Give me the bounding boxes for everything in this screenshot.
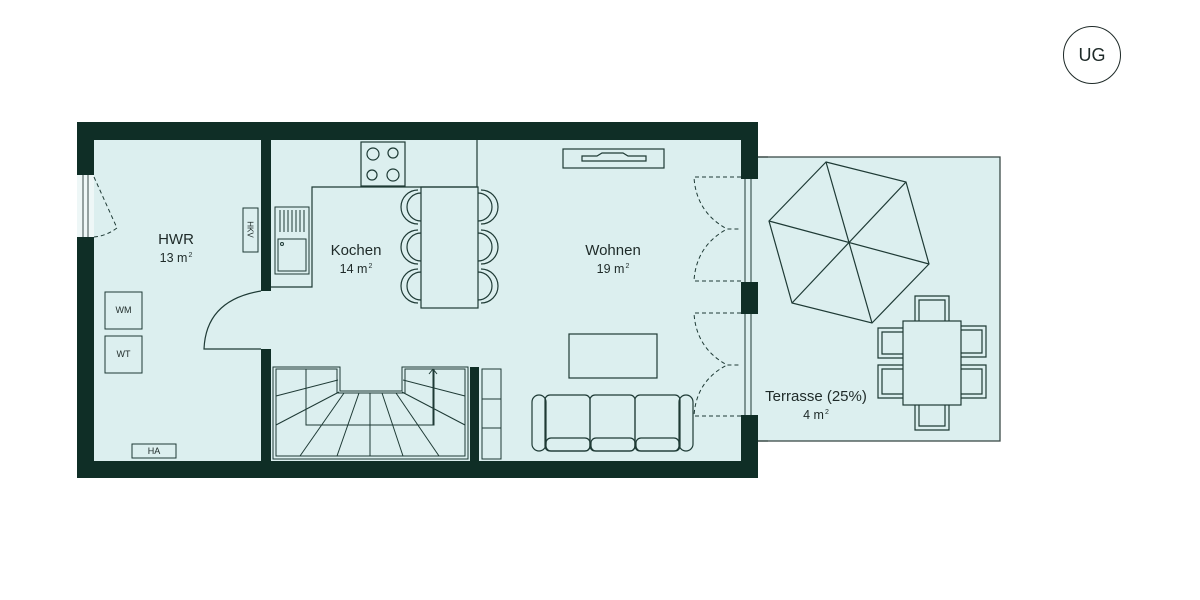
room-area: 19 m2 bbox=[596, 262, 630, 276]
coffee-table-icon bbox=[568, 333, 658, 379]
room-area: 14 m2 bbox=[339, 262, 373, 276]
terrace-table-icon bbox=[877, 295, 987, 431]
room-name: Terrasse (25%) bbox=[765, 388, 867, 405]
cooktop-icon bbox=[360, 141, 406, 187]
washing-machine-label: WM bbox=[115, 305, 132, 315]
heating-distributor-label: HKV bbox=[245, 221, 255, 238]
room-name: HWR bbox=[158, 231, 194, 248]
hwr-window bbox=[77, 175, 118, 238]
patio-doors bbox=[693, 176, 752, 417]
shelf-icon bbox=[481, 368, 502, 460]
dining-table-icon bbox=[400, 186, 499, 309]
sink-icon bbox=[274, 206, 310, 275]
room-label-hwr: HWR 13 m2 bbox=[136, 231, 216, 266]
terrace-area bbox=[751, 156, 1001, 442]
sofa-icon bbox=[531, 394, 694, 452]
house-connection-label: HA bbox=[147, 446, 161, 456]
room-name: Wohnen bbox=[585, 242, 641, 259]
room-name: Kochen bbox=[330, 242, 382, 259]
dryer-label: WT bbox=[116, 349, 131, 359]
terrace-edge bbox=[758, 156, 768, 442]
floor-level-badge: UG bbox=[1063, 26, 1121, 84]
room-area: 4 m2 bbox=[803, 408, 829, 422]
interior-wall-stair bbox=[470, 367, 479, 461]
fireplace-icon bbox=[562, 148, 665, 169]
floor-level-label: UG bbox=[1078, 44, 1106, 65]
hwr-door-swing bbox=[203, 290, 262, 350]
kitchen-counter bbox=[271, 140, 478, 288]
room-area: 13 m2 bbox=[159, 251, 193, 265]
room-label-terrasse: Terrasse (25%) 4 m2 bbox=[754, 388, 878, 423]
hwr-fixtures bbox=[104, 207, 259, 459]
room-label-wohnen: Wohnen 19 m2 bbox=[573, 242, 653, 277]
parasol-icon bbox=[768, 161, 930, 324]
staircase-icon bbox=[272, 366, 469, 460]
interior-wall-hwr bbox=[261, 140, 271, 461]
room-label-kochen: Kochen 14 m2 bbox=[316, 242, 396, 277]
